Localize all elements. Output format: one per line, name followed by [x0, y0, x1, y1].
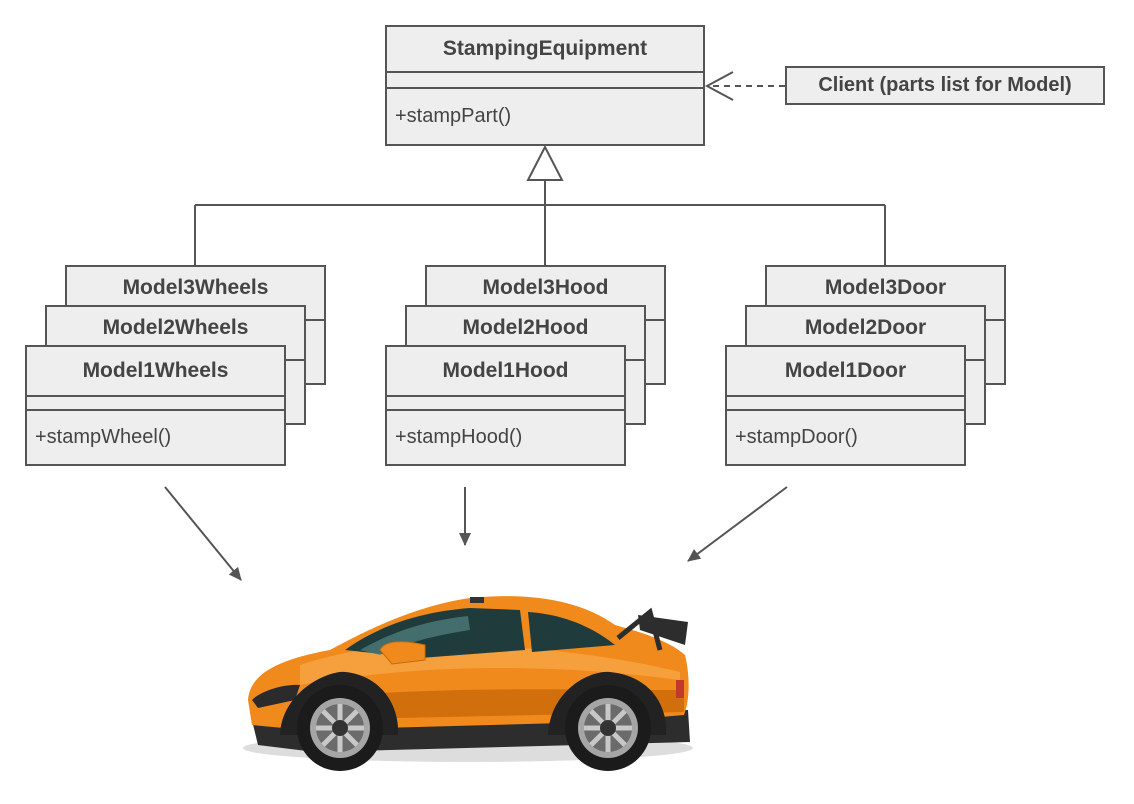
class-name: Model1Hood: [442, 359, 569, 382]
front-wheel: [297, 685, 383, 771]
class-attributes: [727, 395, 964, 411]
class-attributes: [387, 395, 624, 411]
class-name: Model2Door: [804, 316, 927, 339]
class-operation: +stampHood(): [387, 409, 624, 464]
model1-door-class: Model1Door +stampDoor(): [725, 345, 966, 466]
class-name: Model3Wheels: [122, 276, 269, 299]
class-name: Model3Door: [824, 276, 947, 299]
model1-wheels-class: Model1Wheels +stampWheel(): [25, 345, 286, 466]
wheels-to-car-arrow: [164, 486, 242, 581]
inheritance-connector: [194, 180, 886, 265]
generalization-triangle: [526, 144, 564, 181]
stamping-equipment-class: StampingEquipment +stampPart(): [385, 25, 705, 146]
class-operation: +stampDoor(): [727, 409, 964, 464]
class-attributes: [387, 71, 703, 89]
model1-hood-class: Model1Hood +stampHood(): [385, 345, 626, 466]
class-name: Model3Hood: [482, 276, 609, 299]
class-name: Model2Hood: [462, 316, 589, 339]
door-to-car-arrow: [687, 486, 788, 562]
class-name: Model2Wheels: [102, 316, 249, 339]
class-name: Model1Door: [784, 359, 907, 382]
sports-car-illustration: [243, 596, 693, 771]
class-operation: +stampPart(): [387, 87, 703, 144]
class-operation: +stampWheel(): [27, 409, 284, 464]
class-name: Model1Wheels: [82, 359, 229, 382]
rear-wheel: [565, 685, 651, 771]
class-name: StampingEquipment: [442, 37, 648, 60]
dependency-arrowhead: [704, 71, 734, 101]
client-box: Client (parts list for Model): [785, 66, 1105, 105]
class-attributes: [27, 395, 284, 411]
